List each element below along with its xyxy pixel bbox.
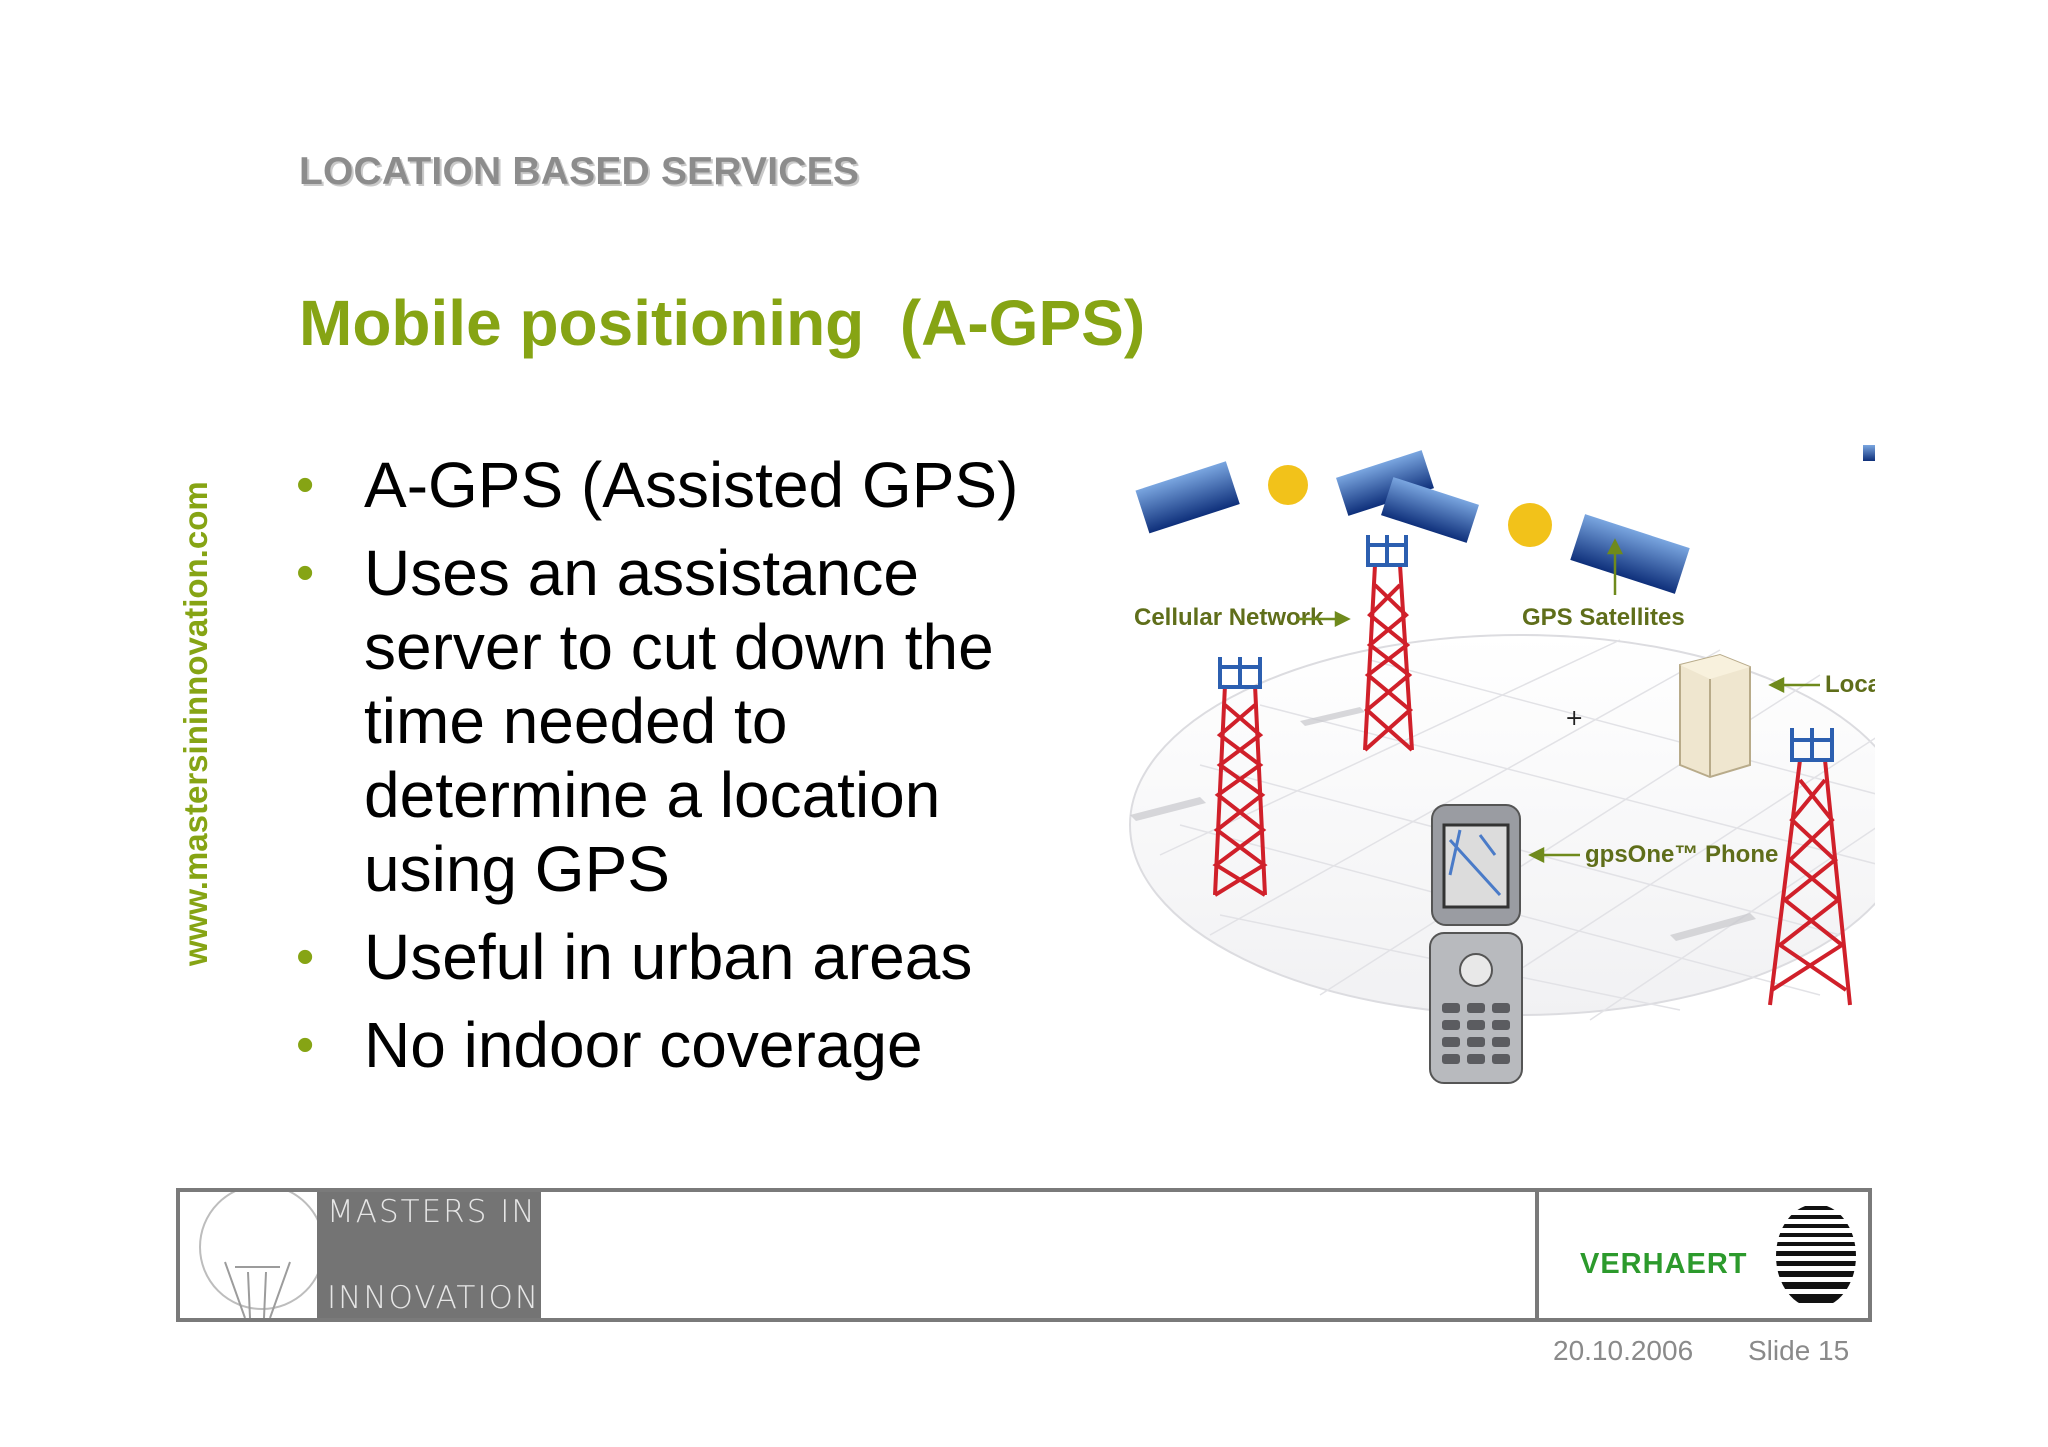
server-icon — [1679, 653, 1751, 779]
bullet-text: Useful in urban areas — [364, 921, 973, 993]
tower-shadows — [1130, 707, 1756, 941]
masters-in-innovation-logo: MASTERS IN INNOVATION — [317, 1192, 541, 1318]
bullet-line: using GPS — [364, 833, 670, 905]
satellite-edge-icon — [1863, 445, 1875, 461]
footer-divider — [1535, 1192, 1539, 1318]
slide-date: 20.10.2006 — [1553, 1335, 1694, 1366]
satellite-icon — [1381, 477, 1690, 594]
bullet-item: • A-GPS (Assisted GPS) — [292, 448, 1092, 522]
bullet-text: A-GPS (Assisted GPS) — [364, 449, 1019, 521]
bullet-list: • A-GPS (Assisted GPS) • Uses an assista… — [292, 448, 1092, 1096]
bullet-line: time needed to — [364, 685, 788, 757]
label-arrows — [1296, 538, 1820, 864]
logo-line-2: INNOVATION — [327, 1280, 541, 1316]
footer-banner: MASTERS IN INNOVATION VERHAERT — [176, 1188, 1872, 1322]
bullet-item: • Useful in urban areas — [292, 920, 1092, 994]
phone-icon — [1429, 804, 1523, 1084]
light-bulb-icon — [199, 1192, 318, 1318]
cell-tower-icon — [1212, 657, 1268, 897]
satellite-icon — [1135, 450, 1434, 534]
svg-text:+: + — [1565, 706, 1583, 731]
bullet-dot-icon: • — [296, 544, 315, 602]
bullet-item: • Uses an assistance server to cut down … — [292, 536, 1092, 906]
bullet-line: determine a location — [364, 759, 941, 831]
verhaert-wordmark: VERHAERT — [1580, 1248, 1748, 1280]
gpsone-phone-label: gpsOne™ Phone — [1585, 841, 1778, 868]
slide-title: Mobile positioning (A-GPS) — [299, 287, 1146, 359]
bullet-dot-icon: • — [296, 1016, 315, 1074]
slide-number: Slide 15 — [1748, 1335, 1850, 1366]
logo-line-1: MASTERS IN — [327, 1194, 537, 1230]
gps-satellites-label: GPS Satellites — [1522, 604, 1685, 631]
bullet-dot-icon: • — [296, 928, 315, 986]
agps-diagram: + — [1129, 445, 1875, 1084]
sidebar-url: www.mastersininnovation.com — [177, 481, 214, 966]
bullet-text: Uses an assistance server to cut down th… — [364, 537, 994, 905]
bullet-dot-icon: • — [296, 456, 315, 514]
cell-tower-icon — [1768, 728, 1852, 1006]
bullet-line: Uses an assistance — [364, 537, 919, 609]
location-server-label: Locat — [1825, 671, 1875, 698]
bullet-item: • No indoor coverage — [292, 1008, 1092, 1082]
section-title: LOCATION BASED SERVICES — [299, 150, 860, 193]
verhaert-logo-icon — [1776, 1204, 1856, 1308]
cellular-network-label: Cellular Network — [1134, 604, 1324, 631]
cell-tower-icon — [1363, 535, 1414, 752]
bullet-line: server to cut down the — [364, 611, 994, 683]
bullet-text: No indoor coverage — [364, 1009, 923, 1081]
